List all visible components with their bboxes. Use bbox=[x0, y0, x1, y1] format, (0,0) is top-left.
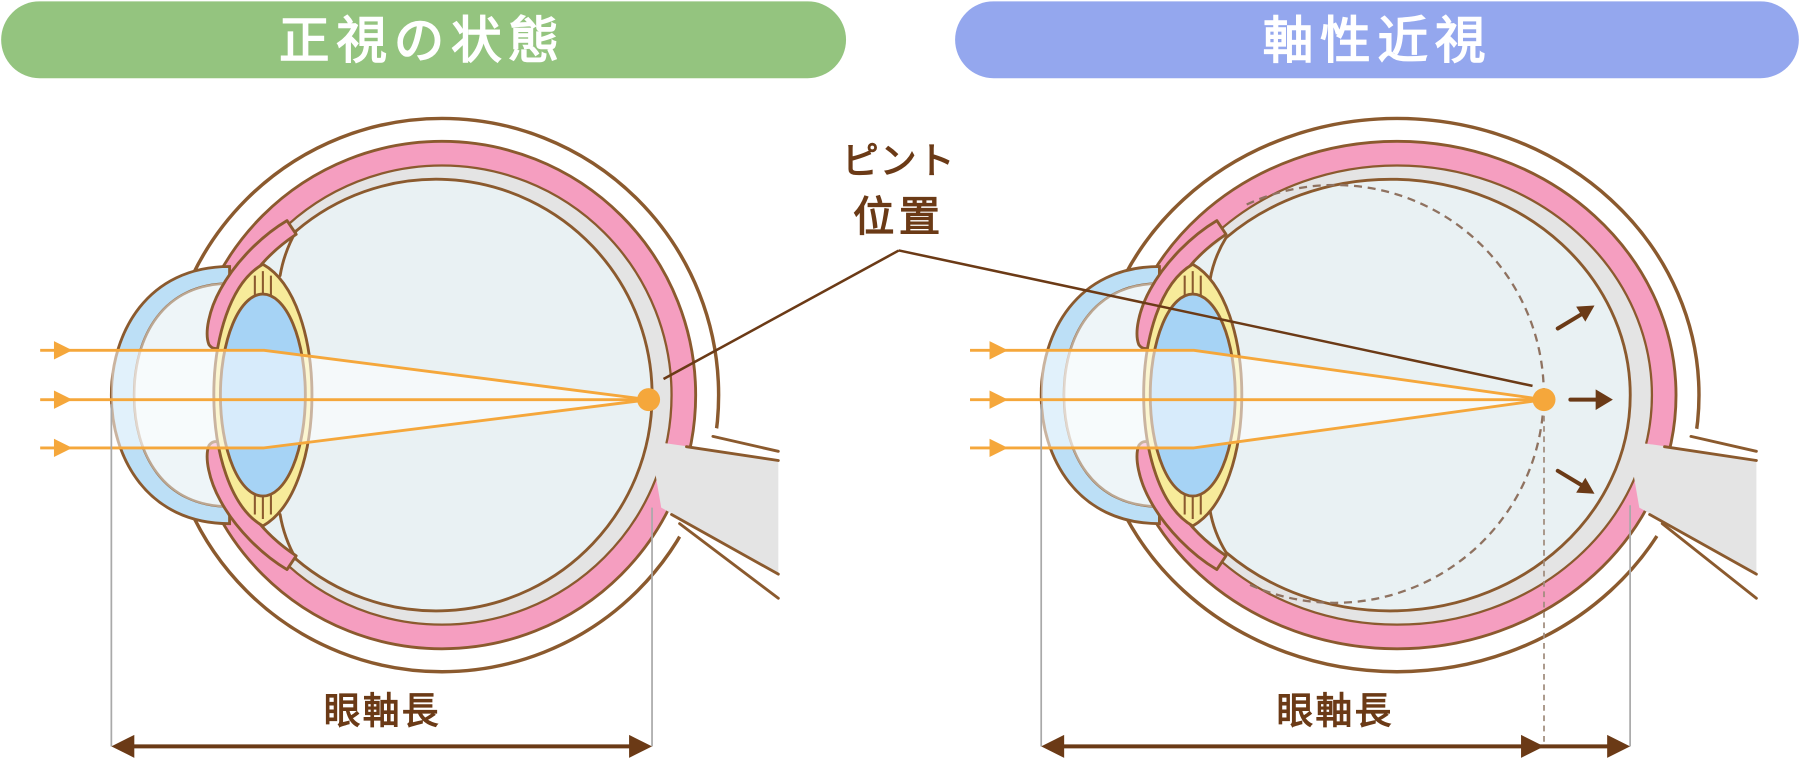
myopia-axial-length: 眼軸長 bbox=[1040, 404, 1631, 758]
axial-myopia-header-pill bbox=[955, 1, 1799, 79]
axial-length-label: 眼軸長 bbox=[1277, 689, 1394, 732]
light-ray-top bbox=[970, 348, 1545, 402]
vitreous-front-top bbox=[1208, 236, 1228, 282]
optic-nerve-top-edge bbox=[1663, 445, 1758, 462]
axial-myopia-title: 軸性近視 bbox=[1263, 11, 1493, 70]
vitreous-front-bottom bbox=[1208, 508, 1228, 554]
arrow-left-icon bbox=[1041, 734, 1065, 758]
light-ray-top bbox=[40, 348, 649, 402]
optic-nerve-bottom-edge bbox=[670, 513, 780, 576]
light-rays bbox=[970, 341, 1545, 458]
axial-myopia-header: 軸性近視 bbox=[955, 1, 1799, 79]
light-rays bbox=[40, 341, 649, 458]
optic-nerve bbox=[1627, 440, 1758, 576]
optic-nerve-body bbox=[649, 440, 779, 575]
light-ray-bottom bbox=[970, 398, 1545, 450]
optic-nerve-sheath-bottom bbox=[678, 522, 780, 600]
elongation-arrow-right-icon bbox=[1595, 389, 1613, 410]
arrow-mid-icon bbox=[1521, 734, 1545, 758]
axial-length-label: 眼軸長 bbox=[324, 689, 441, 732]
elongation-arrow-up-icon bbox=[1576, 305, 1595, 322]
arrow-left-icon bbox=[111, 734, 135, 758]
light-ray-arrow-icon bbox=[53, 341, 73, 360]
normal-axial-length: 眼軸長 bbox=[110, 404, 653, 758]
elongation-arrow-up-shaft bbox=[1555, 312, 1583, 331]
myopia-eye bbox=[970, 116, 1758, 674]
focus-position-label-line1: ピント bbox=[842, 139, 956, 182]
normal-vision-header: 正視の状態 bbox=[1, 1, 847, 79]
normal-vision-title: 正視の状態 bbox=[279, 11, 566, 70]
normal-vision-header-pill bbox=[1, 1, 847, 79]
light-ray-arrow-icon bbox=[989, 438, 1008, 458]
leader-line-normal bbox=[662, 249, 900, 381]
elongation-arrow-down-icon bbox=[1576, 477, 1595, 494]
arrow-right-icon bbox=[1607, 734, 1631, 758]
optic-nerve-body bbox=[1627, 440, 1757, 575]
normal-eye bbox=[40, 116, 780, 674]
light-ray-arrow-icon bbox=[53, 438, 73, 458]
light-ray-arrow-icon bbox=[53, 390, 73, 409]
optic-nerve bbox=[649, 440, 780, 576]
leader-line-myopia bbox=[898, 249, 1533, 388]
vitreous-outline bbox=[1224, 177, 1632, 613]
optic-nerve-bottom-edge bbox=[1648, 513, 1758, 576]
optic-nerve-sheath-top bbox=[711, 434, 780, 453]
focus-point-myopia bbox=[1532, 388, 1556, 412]
elongation-arrows bbox=[1555, 305, 1613, 494]
light-ray-arrow-icon bbox=[989, 341, 1008, 360]
optic-nerve-top-edge bbox=[685, 445, 780, 462]
elongation-arrow-down-shaft bbox=[1555, 468, 1583, 487]
light-ray-bottom bbox=[40, 398, 649, 450]
light-ray-arrow-icon bbox=[989, 390, 1008, 409]
optic-nerve-sheath-top bbox=[1689, 434, 1758, 453]
focus-position-callout: ピント 位置 bbox=[662, 139, 1533, 388]
zonule-fibers bbox=[1183, 271, 1202, 520]
zonule-fibers bbox=[253, 271, 272, 520]
focus-position-label-line2: 位置 bbox=[853, 193, 945, 241]
focus-point-normal bbox=[637, 388, 661, 412]
arrow-right-icon bbox=[629, 734, 653, 758]
optic-nerve-sheath-bottom bbox=[1660, 522, 1758, 600]
